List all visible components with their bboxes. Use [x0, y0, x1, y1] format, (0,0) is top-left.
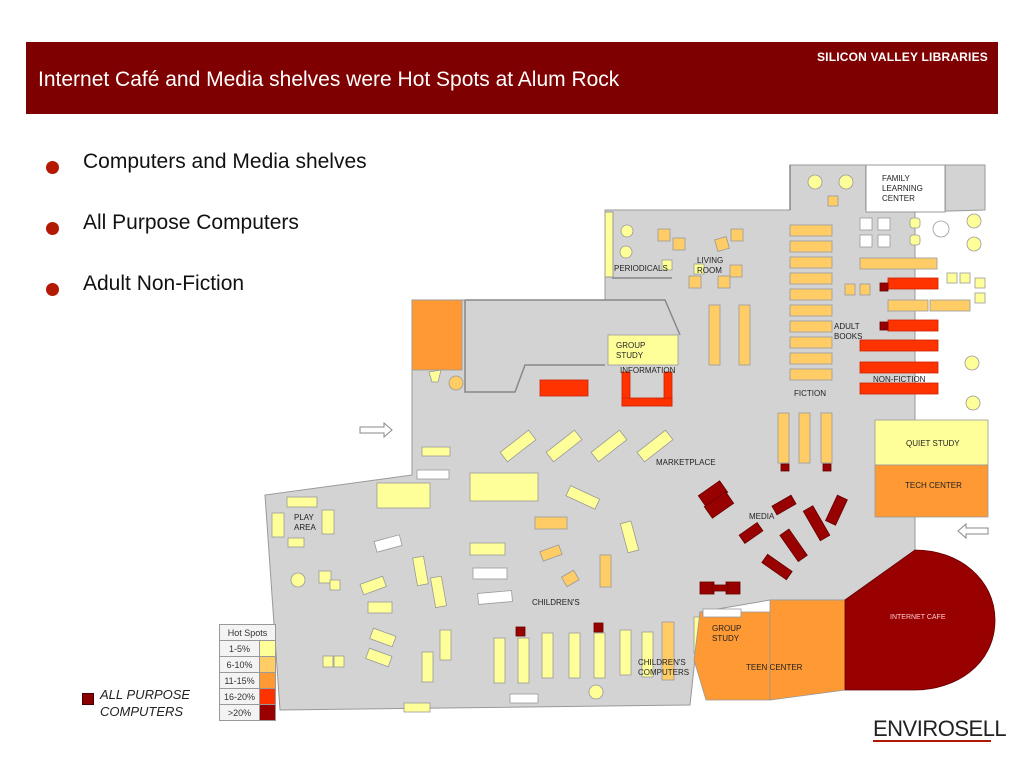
hot-spot-16-20 [539, 277, 939, 407]
label-adult-books: ADULT [834, 322, 860, 331]
label-non-fiction: NON-FICTION [873, 375, 926, 384]
label-childrens-computers: COMPUTERS [638, 668, 689, 677]
brand-label: SILICON VALLEY LIBRARIES [816, 50, 988, 64]
label-family-learning: FAMILY [882, 174, 911, 183]
legend-swatch [259, 672, 276, 689]
label-family-learning: LEARNING [882, 184, 923, 193]
legend-swatch [259, 704, 276, 721]
label-group-study-top: GROUP [616, 341, 645, 350]
label-media: MEDIA [749, 512, 775, 521]
entrance-arrows [359, 421, 989, 540]
hot-spot-6-10 [448, 195, 971, 681]
all-purpose-computers-label: ALL PURPOSE COMPUTERS [100, 687, 191, 719]
label-group-study-bottom: GROUP [712, 624, 741, 633]
bullet-dot-icon [46, 283, 59, 296]
white-fixtures [373, 217, 950, 704]
label-group-study-bottom: STUDY [712, 634, 740, 643]
bullet-dot-icon [46, 161, 59, 174]
family-learning-room [865, 164, 946, 213]
label-periodicals: PERIODICALS [614, 264, 668, 273]
label-fiction: FICTION [794, 389, 826, 398]
label-childrens: CHILDREN'S [532, 598, 580, 607]
legend-swatch [259, 656, 276, 673]
legend-label: 6-10% [219, 656, 260, 673]
label-information: INFORMATION [620, 366, 676, 375]
bullet-list: Computers and Media shelves All Purpose … [44, 150, 367, 333]
label-marketplace: MARKETPLACE [656, 458, 716, 467]
label-play-area: AREA [294, 523, 316, 532]
hot-spot-over-20 [515, 282, 996, 691]
label-living-room: ROOM [697, 266, 722, 275]
all-purpose-computers-marker [82, 693, 94, 705]
label-internet-cafe: INTERNET CAFE [890, 614, 946, 621]
legend-swatch [259, 640, 276, 657]
bullet-item: Computers and Media shelves [44, 150, 367, 211]
label-play-area: PLAY [294, 513, 315, 522]
legend-label: 1-5% [219, 640, 260, 657]
envirosell-logo: ENVIROSELL [873, 716, 1007, 741]
logo-underline [873, 740, 991, 742]
legend-label: 16-20% [219, 688, 260, 705]
label-group-study-top: STUDY [616, 351, 644, 360]
label-quiet-study: QUIET STUDY [906, 439, 960, 448]
bullet-dot-icon [46, 222, 59, 235]
label-adult-books: BOOKS [834, 332, 862, 341]
periodicals-shelf [604, 211, 614, 278]
hot-spots-legend: Hot Spots 1-5% 6-10% 11-15% 16-20% >20% [219, 624, 276, 721]
label-tech-center: TECH CENTER [905, 481, 962, 490]
bullet-item: Adult Non-Fiction [44, 272, 367, 333]
label-childrens-computers: CHILDREN'S [638, 658, 686, 667]
label-living-room: LIVING [697, 256, 723, 265]
header-banner: SILICON VALLEY LIBRARIES Internet Café a… [26, 42, 998, 114]
bullet-item: All Purpose Computers [44, 211, 367, 272]
hot-spot-11-15 [411, 299, 989, 701]
label-teen-center: TEEN CENTER [746, 663, 803, 672]
legend-swatch [259, 688, 276, 705]
label-family-learning: CENTER [882, 194, 915, 203]
legend-label: >20% [219, 704, 260, 721]
page-title: Internet Café and Media shelves were Hot… [38, 68, 620, 91]
legend-title: Hot Spots [219, 624, 276, 641]
